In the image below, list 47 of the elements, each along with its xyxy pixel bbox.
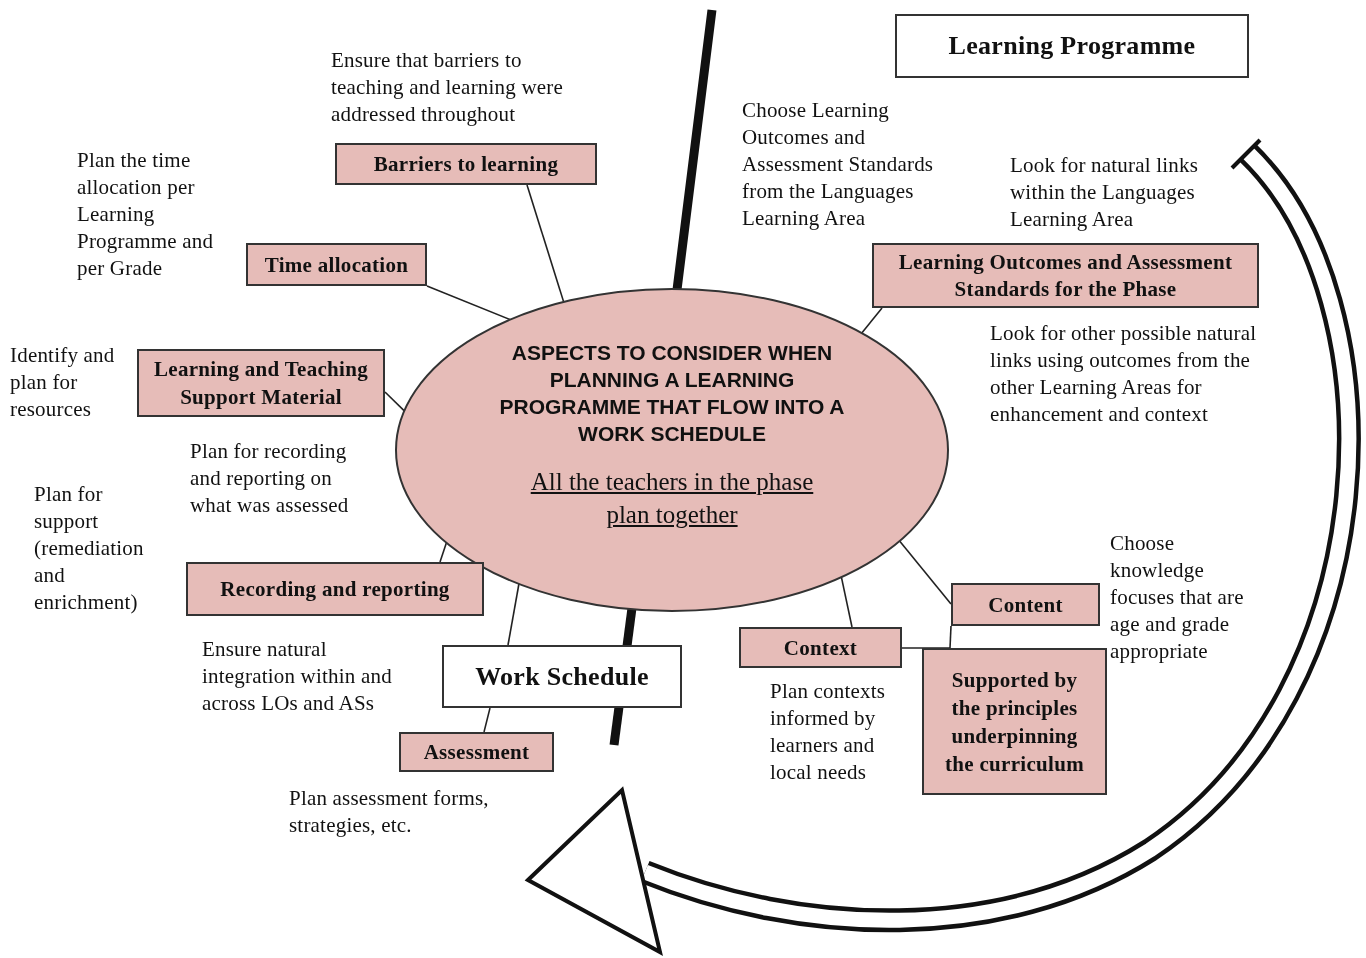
topic-box <box>872 243 1259 308</box>
topic-box <box>951 583 1100 626</box>
connector-line <box>949 625 952 649</box>
note-text: Plan contexts informed by learners and local needs <box>770 678 887 786</box>
topic-box <box>739 627 902 668</box>
connector-line <box>526 184 565 303</box>
connector-line <box>901 647 951 649</box>
connector-line <box>840 576 853 628</box>
connector-line <box>861 307 883 334</box>
topic-box <box>922 648 1107 795</box>
box-label: Recording and reporting <box>220 576 450 603</box>
topic-box <box>335 143 597 185</box>
connector-line <box>507 583 520 646</box>
connector-line <box>384 391 406 412</box>
topic-box <box>137 349 385 417</box>
box-label: Barriers to learning <box>373 151 559 178</box>
connector-line <box>483 707 491 733</box>
box-label: Content <box>988 591 1063 619</box>
connector-line <box>426 285 511 321</box>
box-label: Assessment <box>423 739 530 766</box>
box-label: Time allocation <box>264 251 409 279</box>
note-text: Ensure that barriers to teaching and learning were addressed throughout <box>331 47 564 128</box>
note-text: Identify and plan for resources <box>10 342 116 423</box>
note-text: Plan the time allocation per Learning Programme and per Grade <box>77 147 215 282</box>
box-label: Work Schedule <box>475 662 649 691</box>
box-label: Learning Outcomes and Assessment Standards for the Phase <box>897 248 1234 303</box>
box-label: Context <box>783 634 858 662</box>
topic-box <box>186 562 484 616</box>
box-label: Learning Programme <box>948 32 1196 60</box>
note-text: Look for other possible natural links using outcomes from the other Learning Areas for enhancement and context <box>990 320 1258 428</box>
connector-line <box>439 542 448 563</box>
topic-box <box>246 243 427 286</box>
note-text: Look for natural links within the Languages Learning Area <box>1010 152 1200 233</box>
title-box <box>895 14 1249 78</box>
topic-box <box>399 732 554 772</box>
subheading-text: All the teachers in the phase plan together <box>529 467 815 530</box>
note-text: Plan for recording and reporting on what was assessed <box>190 438 350 519</box>
note-text: Plan for support (remediation and enrichment) <box>34 481 145 616</box>
box-label: Supported by the principles underpinning the curriculum <box>944 666 1085 778</box>
title-box <box>442 645 682 708</box>
box-label: Learning and Teaching Support Material <box>152 356 369 411</box>
note-text: Choose knowledge focuses that are age and grade appropriate <box>1110 530 1245 665</box>
note-text: Ensure natural integration within and across LOs and ASs <box>202 636 393 717</box>
note-text: Plan assessment forms, strategies, etc. <box>289 785 490 839</box>
note-text: Choose Learning Outcomes and Assessment Standards from the Languages Learning Area <box>742 97 935 232</box>
connector-line <box>898 540 952 605</box>
heading-text: ASPECTS TO CONSIDER WHEN PLANNING A LEARNING PROGRAMME THAT FLOW INTO A WORK SCHEDULE <box>498 340 846 447</box>
